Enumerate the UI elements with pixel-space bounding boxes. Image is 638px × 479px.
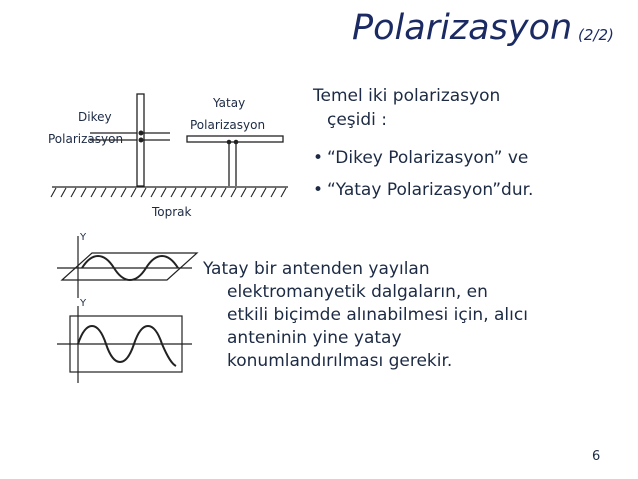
wave-axis-label-bottom: Y — [80, 298, 87, 309]
paragraph-line: Yatay bir antenden yayılan — [203, 259, 430, 279]
page-number: 6 — [592, 449, 601, 464]
bullet-text: “Yatay Polarizasyon”dur. — [327, 180, 534, 200]
bullet-marker: • — [313, 148, 324, 168]
lead-line-1: Temel iki polarizasyon — [313, 86, 501, 106]
bullet-marker: • — [313, 180, 324, 200]
label-dikey: Dikey — [78, 110, 112, 124]
slide-title: Polarizasyon — [352, 8, 573, 48]
paragraph-line: anteninin yine yatay — [227, 328, 402, 348]
slide-title-suffix: (2/2) — [578, 26, 614, 44]
lead-text: Temel iki polarizasyon çeşidi : — [313, 84, 500, 132]
label-dikey-polarizasyon: Polarizasyon — [48, 132, 124, 146]
label-yatay-polarizasyon: Polarizasyon — [190, 118, 266, 132]
body-paragraph: Yatay bir antenden yayılan elektromanyet… — [203, 258, 528, 373]
bullet-text: “Dikey Polarizasyon” ve — [327, 148, 529, 168]
label-yatay: Yatay — [213, 96, 246, 110]
lead-line-2: çeşidi : — [327, 110, 388, 130]
wave-axis-label-top: Y — [80, 232, 87, 243]
paragraph-line: etkili biçimde alınabilmesi için, alıcı — [227, 305, 528, 325]
bullet-item: •“Yatay Polarizasyon”dur. — [313, 180, 533, 200]
bullet-item: •“Dikey Polarizasyon” ve — [313, 148, 528, 168]
label-toprak: Toprak — [152, 205, 192, 219]
paragraph-line: konumlandırılması gerekir. — [227, 351, 453, 371]
antenna-polarization-diagram — [50, 93, 288, 198]
paragraph-line: elektromanyetik dalgaların, en — [227, 282, 488, 302]
wave-polarization-diagram — [57, 236, 199, 383]
